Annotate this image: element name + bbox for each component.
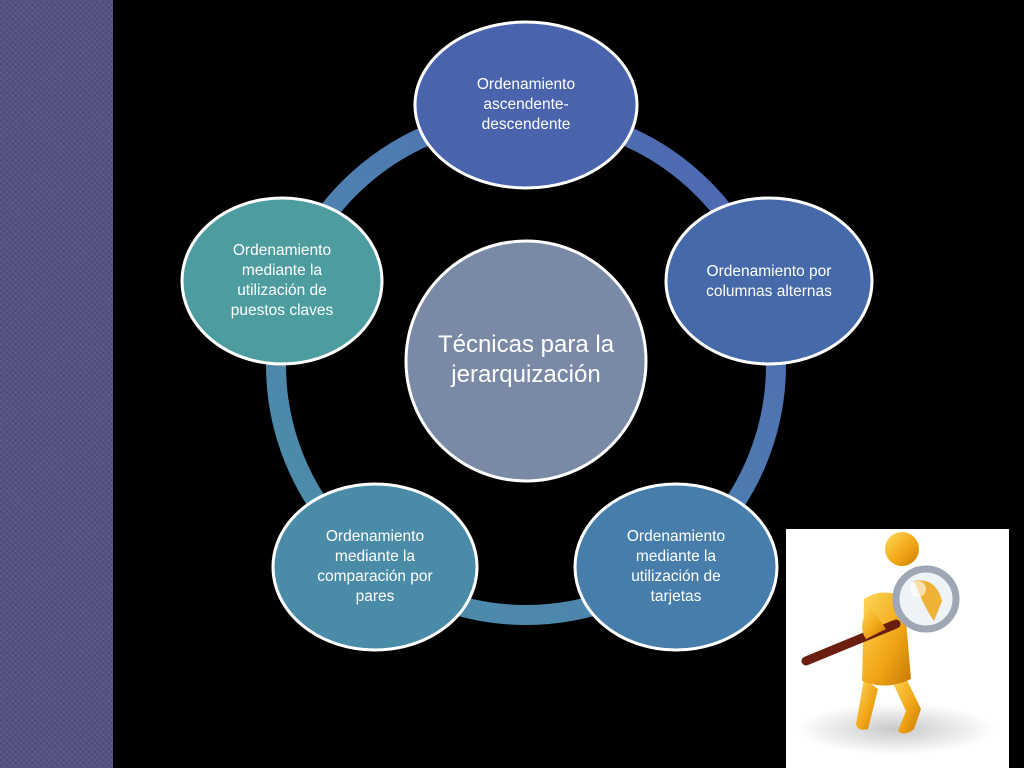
node-comparacion-pares bbox=[271, 482, 479, 652]
node-tarjetas bbox=[573, 482, 779, 652]
figure-with-magnifying-glass-icon bbox=[786, 529, 1009, 768]
node-puestos-claves bbox=[180, 196, 384, 366]
center-label: Técnicas para la jerarquización bbox=[437, 331, 615, 388]
side-pattern-band bbox=[0, 0, 113, 768]
node-label-columnas-alternas: Ordenamiento por columnas alternas bbox=[706, 262, 832, 300]
node-label-puestos-claves: Ordenamiento mediante la utilización de … bbox=[230, 241, 334, 320]
node-columnas-alternas bbox=[664, 196, 874, 366]
node-label-ascendente-descendente: Ordenamiento ascendente-descendente bbox=[476, 75, 576, 134]
node-label-comparacion-pares: Ordenamiento mediante la comparación por… bbox=[317, 527, 433, 606]
node-label-tarjetas: Ordenamiento mediante la utilización de … bbox=[626, 527, 726, 606]
node-ascendente-descendente bbox=[413, 20, 639, 190]
center-circle bbox=[404, 239, 648, 483]
